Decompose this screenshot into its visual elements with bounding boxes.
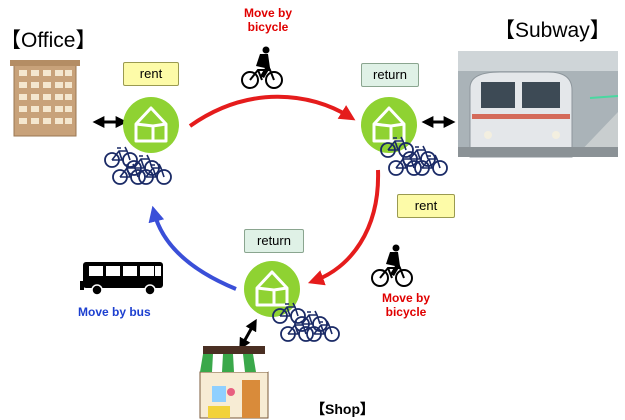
port-shop-icon [242, 259, 302, 319]
label-move-bus: Move by bus [78, 305, 151, 319]
arrow-office-to-subway [188, 94, 356, 128]
shop-icon [199, 346, 269, 419]
office-building-icon [10, 60, 80, 137]
label-move-bicycle-right: Move by bicycle [371, 291, 441, 319]
label-move-bicycle-top: Move by bicycle [233, 6, 303, 34]
tag-shop-return: return [244, 229, 304, 253]
tag-subway-return: return [361, 63, 419, 87]
tag-office-rent: rent [123, 62, 179, 86]
arrow-shop-to-office [148, 205, 237, 291]
label-move-bicycle-top-line2: bicycle [247, 20, 289, 34]
bicycles-office-icon [104, 146, 172, 185]
port-subway-icon [359, 95, 419, 155]
label-shop: 【Shop】 [311, 401, 374, 417]
label-move-bicycle-top-line1: Move by [243, 6, 292, 20]
label-move-bicycle-right-line1: Move by [381, 291, 430, 305]
bus-icon [80, 262, 163, 296]
cyclist-icon-right [371, 243, 413, 287]
tag-subway-rent: rent [397, 194, 455, 218]
label-office: 【Office】 [0, 29, 97, 52]
arrow-subway-to-shop [307, 169, 381, 286]
cyclist-icon-top [241, 45, 283, 89]
label-subway: 【Subway】 [494, 19, 611, 42]
subway-train-icon [458, 51, 619, 158]
label-move-bicycle-right-line2: bicycle [385, 305, 427, 319]
connector-shop [239, 318, 257, 351]
port-office-icon [121, 95, 181, 155]
bicycles-shop-icon [272, 302, 340, 342]
bicycles-subway-icon [380, 136, 448, 176]
